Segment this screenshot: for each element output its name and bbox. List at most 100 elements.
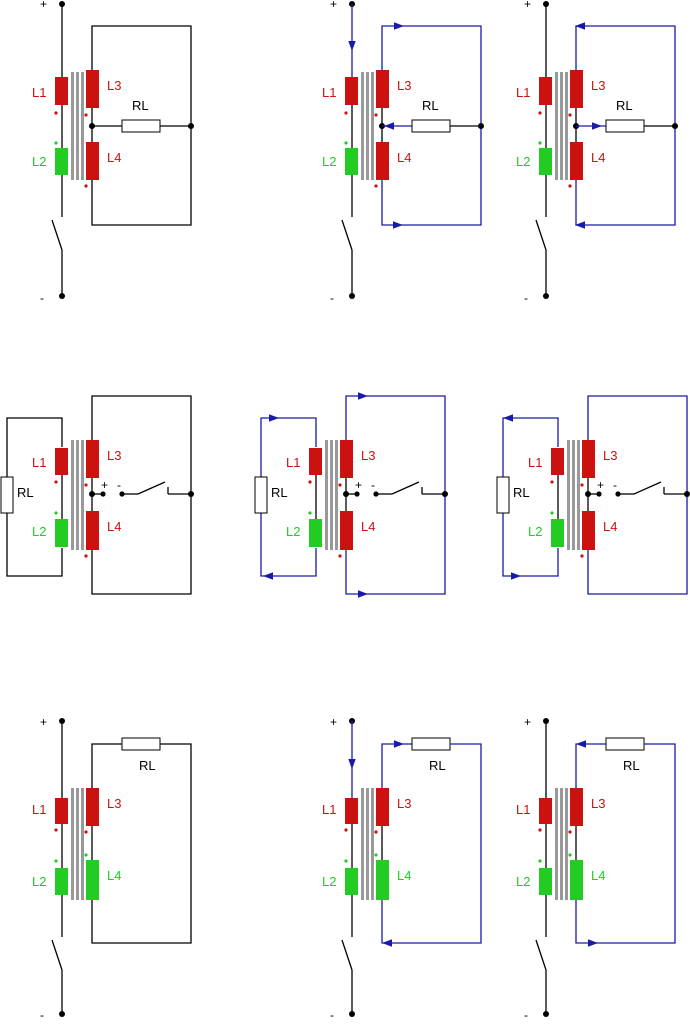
polarity-dot [344, 859, 348, 863]
terminal-plus-label: + [524, 0, 531, 11]
junction-dot [188, 491, 194, 497]
current-arrow-icon [348, 759, 356, 769]
coil-l4 [376, 860, 389, 900]
coil-l1 [539, 798, 552, 824]
coil-l3 [86, 440, 99, 478]
terminal-minus-dot [543, 293, 549, 299]
coil-label-l4: L4 [107, 868, 121, 883]
coil-label-l4: L4 [591, 150, 605, 165]
coil-l4 [86, 142, 99, 180]
transformer-core-lamination [555, 788, 558, 900]
transformer-core-lamination [560, 72, 563, 180]
switch-lever [51, 219, 63, 251]
load-resistor-rl [121, 119, 161, 133]
polarity-dot [84, 853, 88, 857]
coil-label-l3: L3 [397, 78, 411, 93]
resistor-label-rl: RL [623, 758, 640, 773]
load-resistor-rl [411, 737, 451, 751]
polarity-dot [568, 184, 572, 188]
coil-label-l2: L2 [322, 154, 336, 169]
terminal-minus-label: - [371, 478, 375, 492]
coil-l2 [551, 519, 564, 547]
coil-l4 [570, 142, 583, 180]
coil-label-l1: L1 [32, 802, 46, 817]
secondary-loop-wire [575, 743, 676, 944]
coil-l2 [55, 148, 68, 175]
secondary-loop-wire [345, 395, 446, 595]
current-arrow-icon [592, 122, 602, 130]
primary-loop-wire [502, 417, 559, 577]
coil-label-l1: L1 [516, 85, 530, 100]
coil-label-l3: L3 [107, 78, 121, 93]
transformer-core-lamination [81, 788, 84, 900]
polarity-dot [54, 480, 58, 484]
coil-label-l3: L3 [603, 448, 617, 463]
coil-label-l3: L3 [107, 796, 121, 811]
coil-label-l1: L1 [322, 802, 336, 817]
coil-l1 [55, 77, 68, 105]
coil-label-l3: L3 [397, 796, 411, 811]
polarity-dot [580, 483, 584, 487]
transformer-core-lamination [361, 788, 364, 900]
coil-l2 [309, 519, 322, 547]
secondary-loop-wire [91, 395, 192, 595]
transformer-core-lamination [366, 788, 369, 900]
current-arrow-icon [511, 572, 521, 580]
coil-label-l2: L2 [286, 524, 300, 539]
transformer-core-lamination [572, 440, 575, 550]
transformer-core-lamination [325, 440, 328, 550]
coil-label-l4: L4 [107, 519, 121, 534]
coil-label-l2: L2 [516, 154, 530, 169]
polarity-dot [374, 113, 378, 117]
polarity-dot [84, 830, 88, 834]
transformer-core-lamination [565, 72, 568, 180]
coil-label-l3: L3 [591, 78, 605, 93]
coil-l2 [539, 148, 552, 175]
current-arrow-icon [269, 414, 279, 422]
coil-label-l3: L3 [591, 796, 605, 811]
secondary-loop-wire [381, 743, 482, 944]
terminal-plus-label: + [40, 715, 47, 729]
secondary-loop-wire [575, 743, 606, 788]
coil-l4 [340, 511, 353, 550]
transformer-core-lamination [565, 788, 568, 900]
junction-dot [478, 123, 484, 129]
load-resistor-rl [496, 476, 510, 514]
terminal-plus-dot [100, 491, 106, 497]
terminal-minus-label: - [40, 291, 44, 305]
current-arrow-icon [588, 939, 598, 947]
polarity-dot [84, 113, 88, 117]
load-resistor-rl [0, 476, 14, 514]
resistor-label-rl: RL [422, 98, 439, 113]
transformer-core-lamination [71, 788, 74, 900]
polarity-dot [374, 830, 378, 834]
transformer-core-lamination [567, 440, 570, 550]
secondary-loop-wire [381, 743, 412, 788]
coil-l3 [340, 440, 353, 478]
coil-l1 [55, 798, 68, 824]
coil-l2 [345, 868, 358, 895]
coil-label-l4: L4 [603, 519, 617, 534]
load-resistor-rl [411, 119, 451, 133]
coil-label-l2: L2 [32, 154, 46, 169]
terminal-minus-label: - [524, 291, 528, 305]
coil-label-l1: L1 [528, 455, 542, 470]
polarity-dot [308, 480, 312, 484]
polarity-dot [550, 480, 554, 484]
polarity-dot [568, 830, 572, 834]
coil-label-l1: L1 [32, 455, 46, 470]
terminal-plus-label: + [330, 0, 337, 11]
polarity-dot [344, 141, 348, 145]
terminal-minus-label: - [117, 478, 121, 492]
coil-label-l1: L1 [322, 85, 336, 100]
junction-dot [684, 491, 690, 497]
polarity-dot [54, 111, 58, 115]
polarity-dot [538, 111, 542, 115]
coil-l4 [86, 860, 99, 900]
polarity-dot [538, 859, 542, 863]
